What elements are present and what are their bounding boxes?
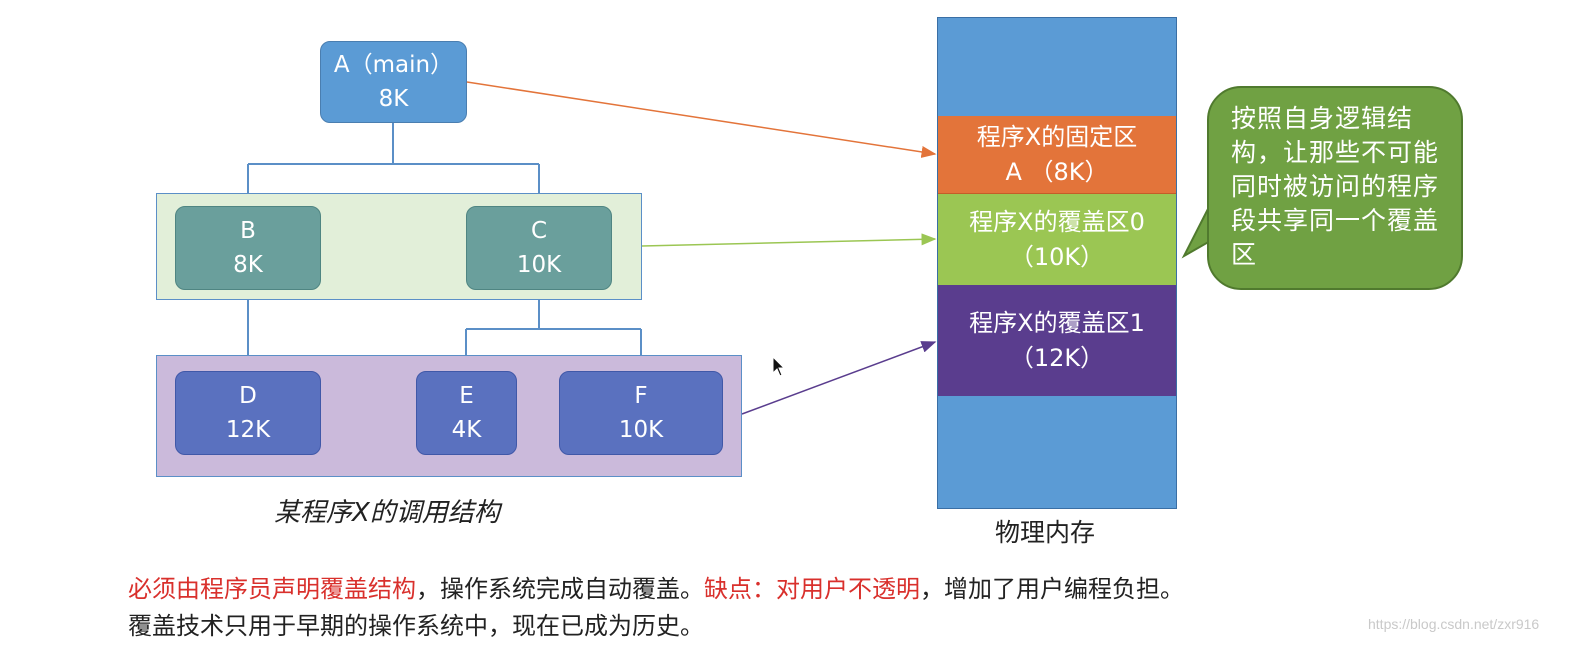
watermark: https://blog.csdn.net/zxr916 xyxy=(1368,616,1540,632)
overlay1-label: 程序X的覆盖区1 xyxy=(969,308,1145,337)
node-f-size: 10K xyxy=(618,417,664,443)
overlay0-label: 程序X的覆盖区0 xyxy=(969,207,1145,236)
note-line-2: 覆盖技术只用于早期的操作系统中，现在已成为历史。 xyxy=(128,612,704,640)
physical-memory-caption: 物理内存 xyxy=(995,518,1096,547)
arrow-to-overlay0 xyxy=(641,233,937,247)
node-b-size: 8K xyxy=(233,252,263,278)
node-e-name: E xyxy=(459,383,474,409)
node-d-name: D xyxy=(239,383,257,409)
callout-text: 按照自身逻辑结构，让那些不可能同时被访问的程序段共享同一个覆盖区 xyxy=(1231,104,1440,269)
node-a-size: 8K xyxy=(378,86,409,112)
node-a-name: A（main） xyxy=(333,52,454,78)
note-red-drawback: 缺点：对用户不透明 xyxy=(704,575,920,603)
node-d: D 12K xyxy=(175,371,321,455)
node-f: F 10K xyxy=(559,371,723,455)
call-structure-caption: 某程序X的调用结构 xyxy=(274,498,500,528)
fixed-size: A （8K） xyxy=(1005,157,1109,186)
overlay1-size: （12K） xyxy=(1009,343,1105,372)
note-auto-overlay: ，操作系统完成自动覆盖。 xyxy=(416,575,704,603)
memory-segment-overlay1: 程序X的覆盖区1 （12K） xyxy=(938,285,1176,396)
arrow-to-overlay1 xyxy=(741,341,937,415)
node-e-size: 4K xyxy=(451,417,482,443)
node-a-main: A（main） 8K xyxy=(320,41,467,123)
memory-segment-overlay0: 程序X的覆盖区0 （10K） xyxy=(938,194,1176,285)
note-line-1: 必须由程序员声明覆盖结构，操作系统完成自动覆盖。缺点：对用户不透明，增加了用户编… xyxy=(128,569,1184,604)
mouse-cursor-icon xyxy=(772,356,786,377)
overlay0-size: （10K） xyxy=(1009,242,1105,271)
physical-memory-block: 程序X的固定区 A （8K） 程序X的覆盖区0 （10K） 程序X的覆盖区1 （… xyxy=(937,17,1177,509)
node-e: E 4K xyxy=(416,371,517,455)
node-c-name: C xyxy=(530,218,548,244)
arrow-to-fixed xyxy=(466,81,937,158)
node-d-size: 12K xyxy=(225,417,271,443)
node-b: B 8K xyxy=(175,206,321,290)
note-red-declare: 必须由程序员声明覆盖结构 xyxy=(128,575,416,603)
node-f-name: F xyxy=(634,383,648,409)
memory-segment-fixed: 程序X的固定区 A （8K） xyxy=(938,116,1176,194)
node-c: C 10K xyxy=(466,206,612,290)
memory-segment-bottom xyxy=(938,396,1176,508)
note-burden: ，增加了用户编程负担。 xyxy=(920,575,1184,603)
node-c-size: 10K xyxy=(516,252,562,278)
memory-segment-top xyxy=(938,18,1176,116)
callout-bubble: 按照自身逻辑结构，让那些不可能同时被访问的程序段共享同一个覆盖区 xyxy=(1207,86,1463,290)
fixed-label: 程序X的固定区 xyxy=(976,122,1138,151)
node-b-name: B xyxy=(240,218,256,244)
